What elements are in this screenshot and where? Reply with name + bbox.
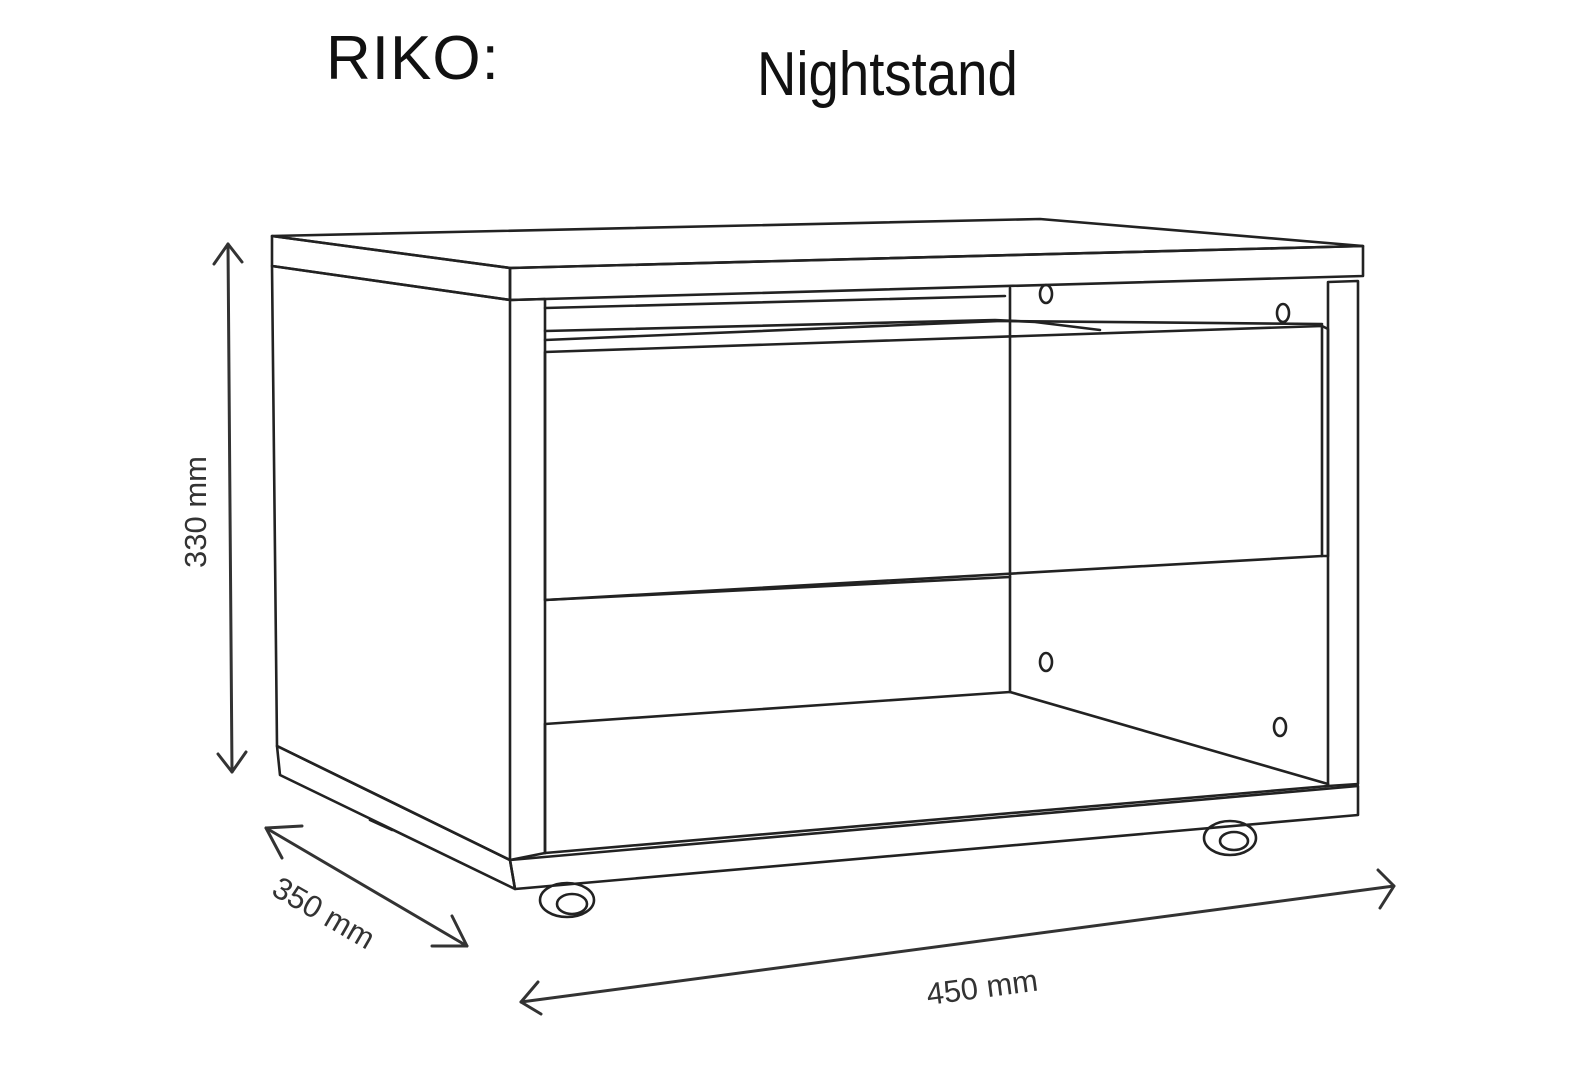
brand-name: RIKO: [326,24,500,93]
drawer-front [543,324,1324,602]
nightstand-body [270,217,1365,919]
dimension-lines [212,242,1396,1016]
height-label: 330 mm [178,456,213,568]
top-board-side [270,234,512,302]
top-board-front [508,244,1365,302]
bottom-board-front [508,784,1360,891]
depth-label: 350 mm [267,870,381,956]
width-arrow-start [519,980,543,1016]
bottom-board-upper [543,784,1330,855]
pin-hole [1272,716,1288,738]
depth-arrow-start [264,824,304,860]
bottom-board-side [275,744,517,891]
front-left-post [508,297,547,862]
front-right-post [1326,279,1360,788]
height-dimension-line [226,242,234,774]
pin-hole [1275,302,1291,324]
height-arrow-top [212,242,244,266]
depth-arrow-end [430,914,469,948]
caster-front-left [538,881,596,919]
width-dimension-line [519,884,1396,1004]
pin-hole [1038,283,1054,305]
depth-dimension-line [264,826,469,948]
caster-front-right [1202,819,1258,857]
left-side-panel [270,264,512,862]
bottom-shelf-back-edge [543,690,1330,786]
drawer-top-rim [543,319,1324,342]
caster-rear-left [368,818,394,832]
middle-shelf-front [543,575,1012,602]
drawer-side-edge [1320,324,1330,558]
inner-top-left [543,294,1007,310]
width-arrow-end [1376,868,1396,910]
product-name: Nightstand [757,40,1018,109]
width-label: 450 mm [924,963,1040,1012]
height-arrow-bottom [216,750,248,774]
pin-hole [1038,651,1054,673]
